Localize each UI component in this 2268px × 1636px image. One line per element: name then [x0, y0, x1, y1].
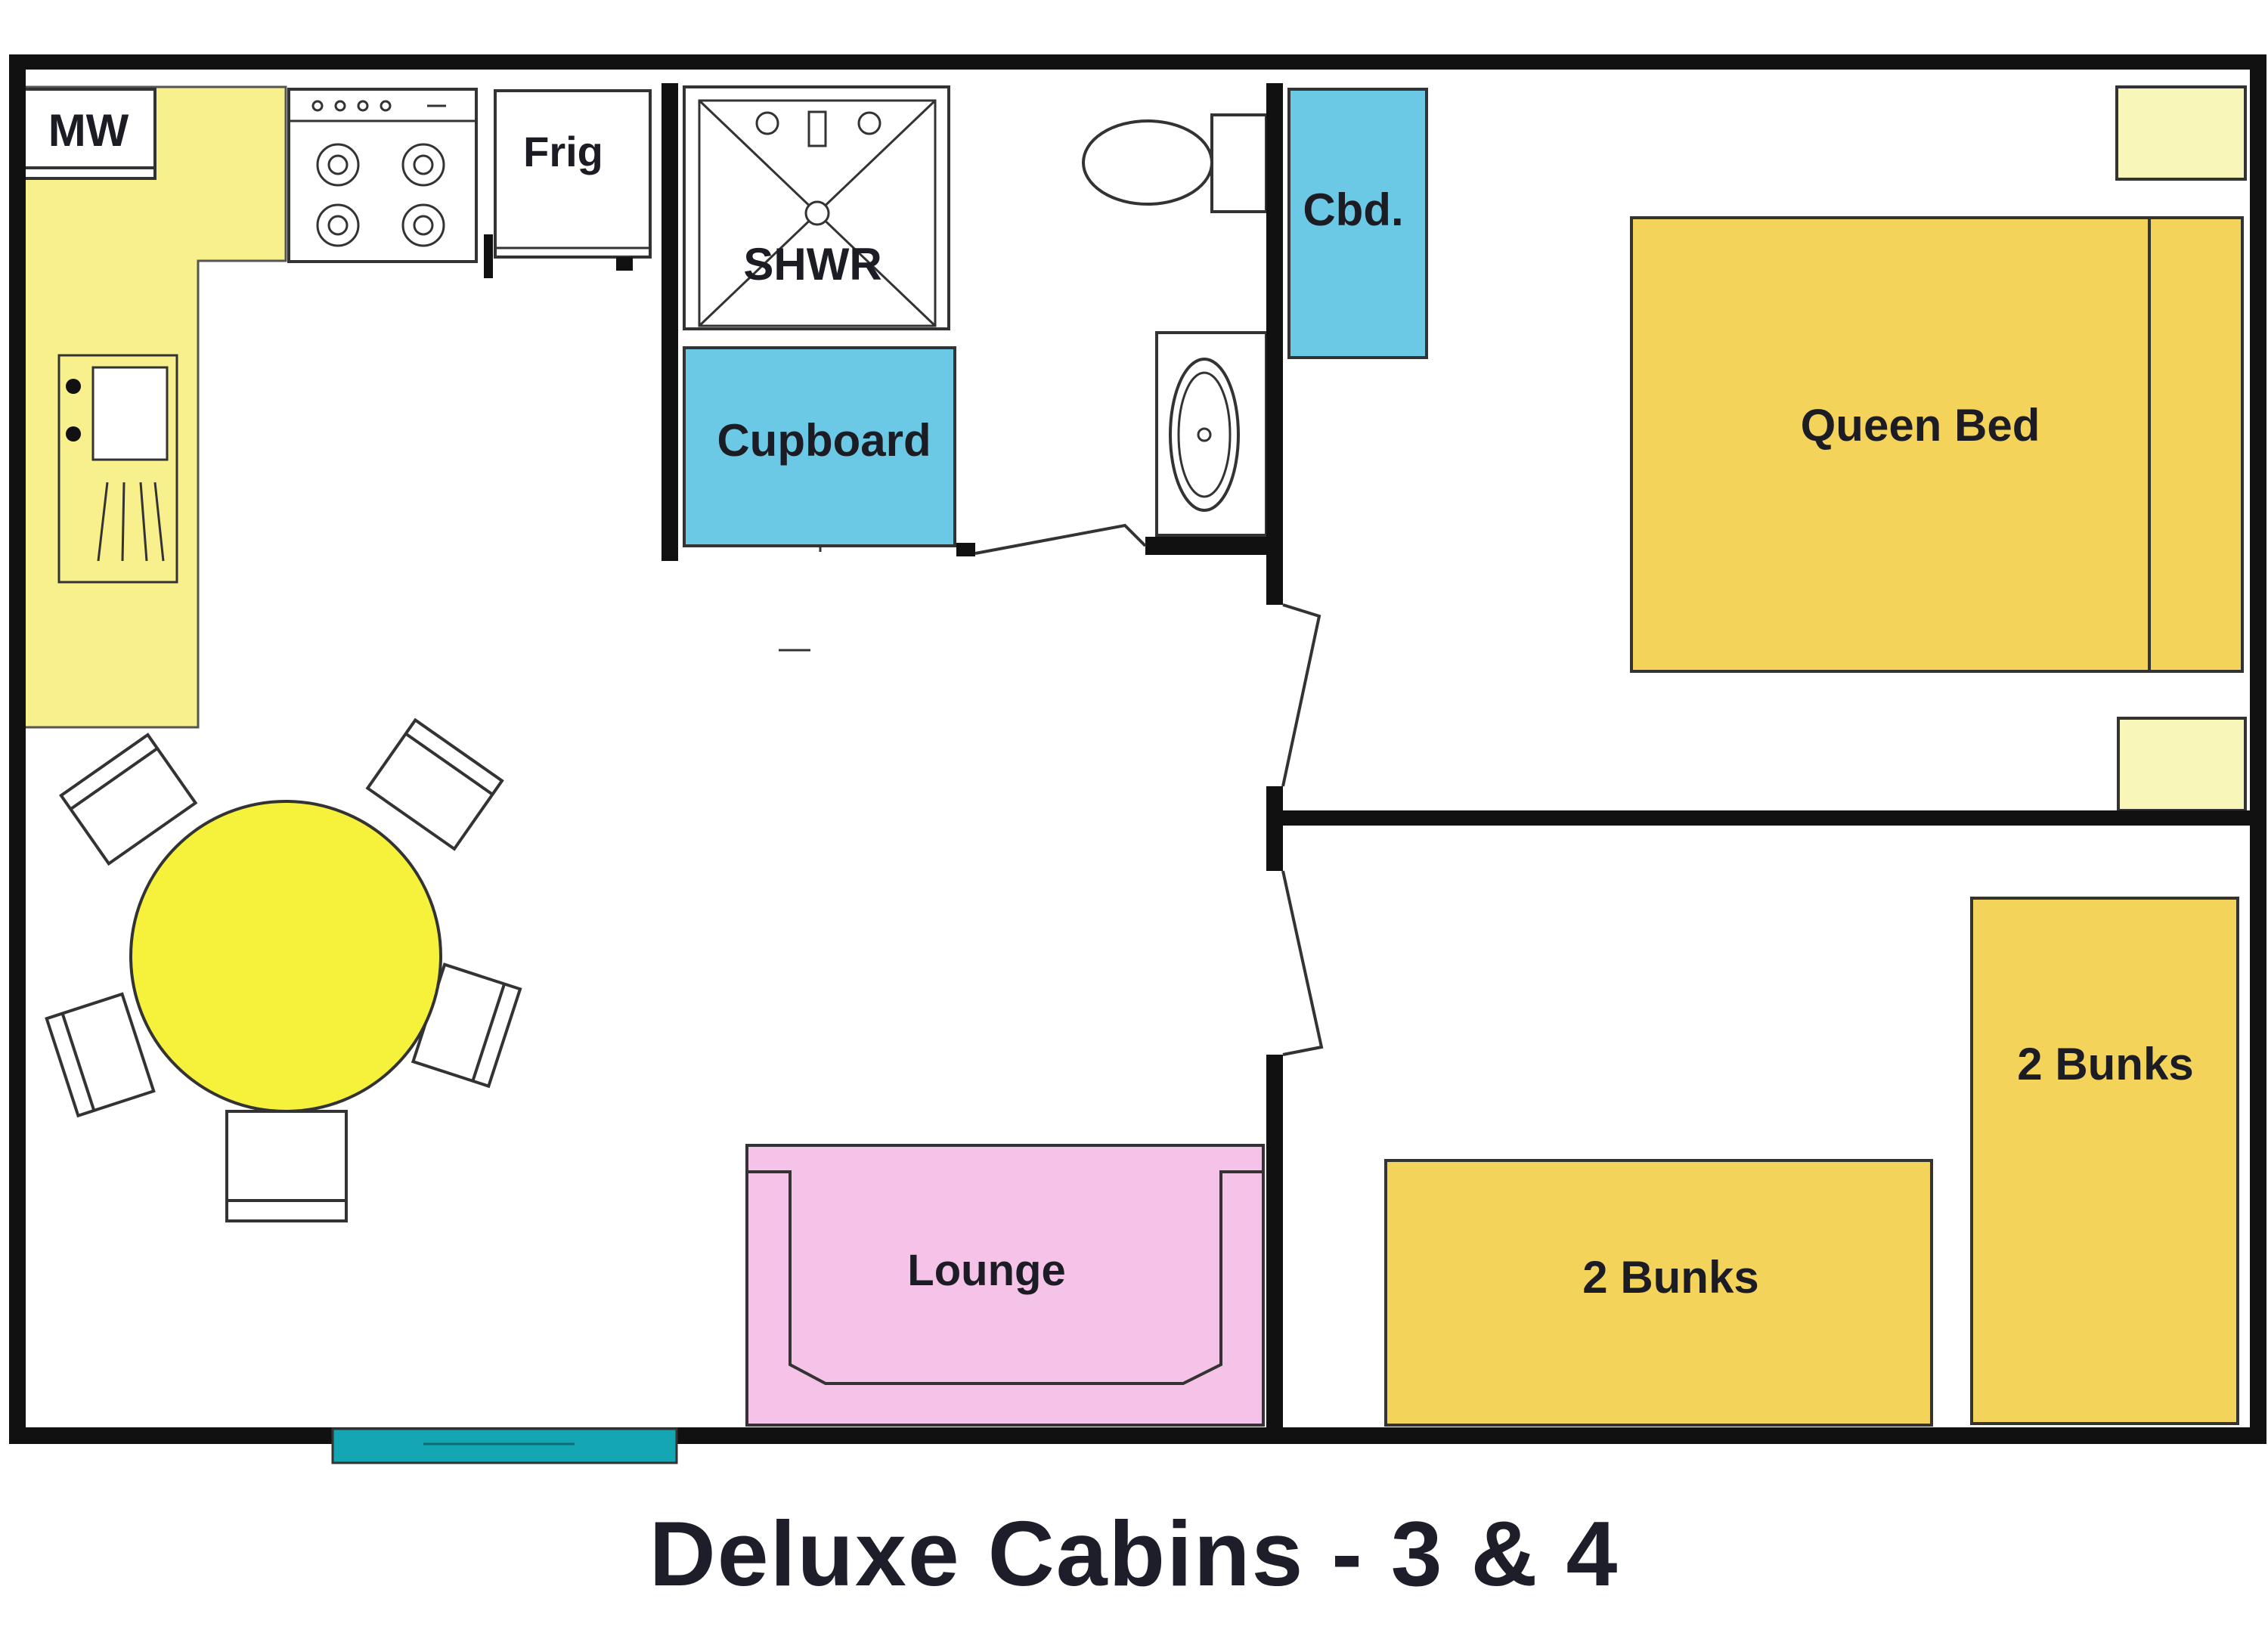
bedside-table-bottom [2117, 717, 2247, 812]
stove [287, 88, 478, 263]
cabinet-label: Cbd. [1303, 184, 1403, 235]
microwave: MW [21, 88, 156, 180]
toilet [1082, 113, 1268, 213]
fridge: Frig [484, 89, 652, 278]
bunks-right: 2 Bunks [1970, 897, 2239, 1425]
shower-label: SHWR [743, 239, 881, 290]
queen-bed-label: Queen Bed [1801, 400, 2040, 451]
queen-bed: Queen Bed [1630, 216, 2244, 673]
plan-title: Deluxe Cabins - 3 & 4 [649, 1502, 1619, 1605]
kitchen-sink [57, 354, 178, 584]
bunks-bottom: 2 Bunks [1384, 1159, 1933, 1427]
bunks-right-label: 2 Bunks [2017, 1039, 2193, 1089]
bunks-bottom-label: 2 Bunks [1582, 1252, 1758, 1303]
window [331, 1427, 678, 1464]
shower: SHWR [683, 85, 950, 330]
bedroom-cabinet: Cbd. [1287, 88, 1428, 359]
bathroom-cupboard: Cupboard [683, 346, 956, 552]
fridge-label: Frig [523, 128, 603, 175]
lounge-label: Lounge [907, 1246, 1065, 1295]
cupboard-label: Cupboard [717, 415, 931, 466]
bathroom-basin [1155, 331, 1268, 537]
doors [974, 523, 1324, 1056]
microwave-label: MW [48, 105, 129, 156]
dining-table [129, 800, 442, 1113]
bedside-table-top [2115, 85, 2247, 181]
lounge: Lounge [745, 1144, 1265, 1427]
dining-chairs [45, 717, 522, 1222]
